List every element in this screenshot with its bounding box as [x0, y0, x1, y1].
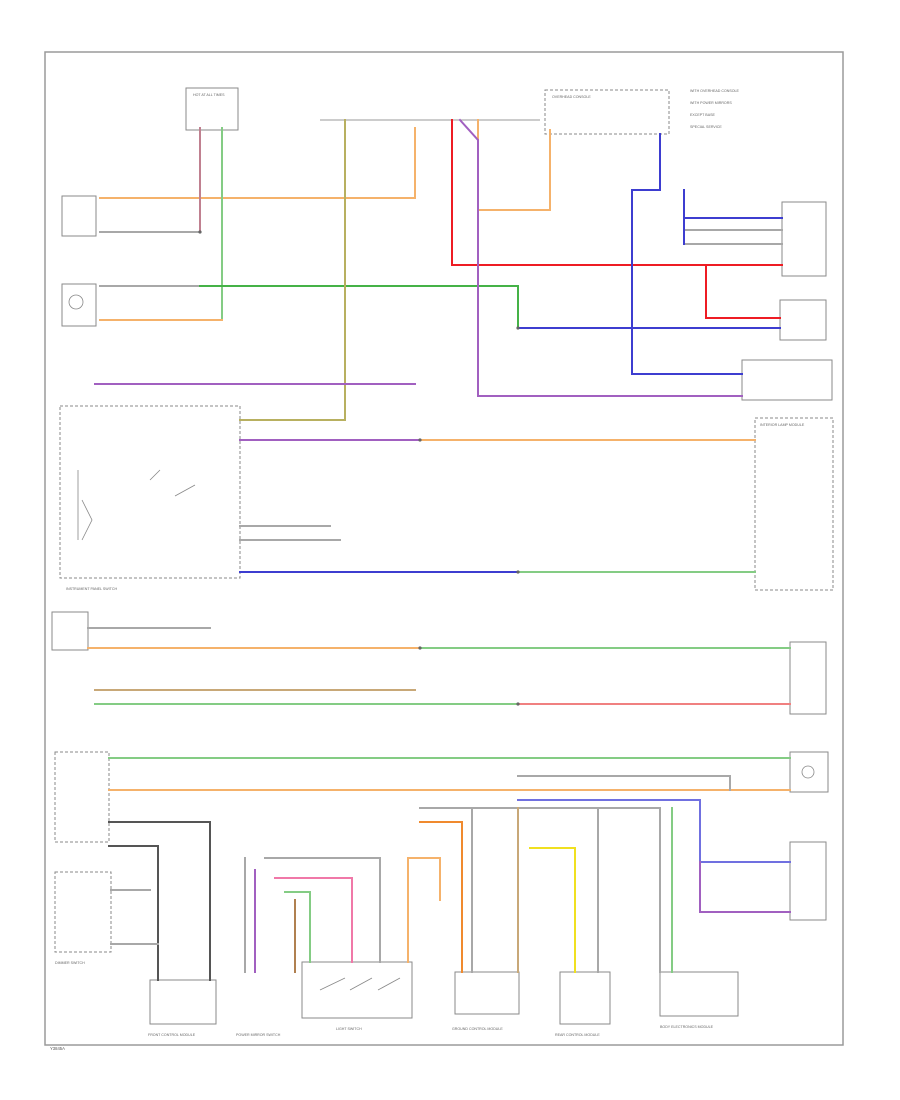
wire-green-vert	[99, 127, 223, 321]
note-4: SPECIAL SERVICE	[690, 125, 722, 129]
wire-gray	[99, 127, 201, 233]
component-right-lamp	[789, 641, 827, 715]
component-label: OVERHEAD CONSOLE	[552, 95, 591, 99]
component-top-right-module	[544, 89, 670, 135]
gauge-icon	[68, 294, 84, 310]
component-instrument-panel	[59, 405, 241, 579]
wire-purple-low	[699, 861, 791, 913]
component-right-connector-top	[781, 201, 827, 277]
wire-blue-low	[517, 799, 791, 863]
component-label: BODY ELECTRONICS MODULE	[660, 1025, 714, 1029]
wire-blue-right	[631, 133, 743, 375]
wire-yellow-drop	[529, 847, 576, 973]
switch-glyph	[77, 469, 196, 541]
wire-dark-1	[108, 821, 211, 981]
component-right-module-lower	[754, 417, 834, 591]
component-left-switch-2	[61, 283, 97, 327]
note-2: WITH POWER MIRRORS	[690, 101, 732, 105]
component-label: DIMMER SWITCH	[55, 961, 85, 965]
note-3: EXCEPT BASE	[690, 113, 716, 117]
gauge-icon	[801, 765, 815, 779]
component-right-round	[789, 751, 829, 793]
component-bottom-4	[559, 971, 611, 1025]
junction-dot	[418, 646, 422, 650]
wire-orange-light	[407, 857, 441, 963]
wire-multi-5	[284, 891, 311, 963]
component-light-switch	[301, 961, 413, 1019]
component-label: HOT AT ALL TIMES	[193, 93, 225, 97]
component-bottom-5	[659, 971, 739, 1017]
component-left-bottom	[54, 871, 112, 953]
wire-red-2	[705, 264, 781, 319]
wire-multi-3	[264, 857, 381, 963]
junction-dot	[516, 702, 520, 706]
switch-glyph	[319, 977, 401, 991]
component-label: POWER MIRROR SWITCH	[236, 1033, 281, 1037]
component-right-module-upper	[741, 359, 833, 401]
wire-blue-right-2	[683, 189, 783, 219]
note-1: WITH OVERHEAD CONSOLE	[690, 89, 740, 93]
component-bottom-1	[149, 979, 217, 1025]
diagram-frame	[44, 51, 844, 1046]
wire-red	[451, 119, 783, 266]
junction-dot	[198, 230, 202, 234]
component-right-bottom	[789, 841, 827, 921]
wire-green	[199, 285, 781, 329]
component-bottom-3	[454, 971, 520, 1015]
wire-orange-mid	[477, 119, 551, 211]
junction-dot	[418, 438, 422, 442]
component-label: INTERIOR LAMP MODULE	[760, 423, 805, 427]
wire-multi-4	[274, 877, 353, 963]
component-left-box-mid	[51, 611, 89, 651]
component-label: FRONT CONTROL MODULE	[148, 1033, 196, 1037]
component-left-cluster	[54, 751, 110, 843]
wire-gray-low-2	[419, 807, 661, 973]
wire-dark-2	[108, 845, 159, 981]
component-right-connector-mid	[779, 299, 827, 341]
component-label: GROUND CONTROL MODULE	[452, 1027, 503, 1031]
wire-green-long	[239, 119, 346, 421]
diagram-id: Y3845A	[50, 1046, 65, 1051]
wire-purple-mid	[458, 118, 743, 397]
component-top-left-module	[185, 87, 239, 131]
component-label: LIGHT SWITCH	[336, 1027, 362, 1031]
junction-dot	[516, 326, 520, 330]
junction-dot	[516, 570, 520, 574]
wire-orange-drop	[419, 821, 463, 973]
wire-gray-low-1	[517, 775, 731, 791]
wire-orange	[99, 127, 416, 199]
component-label: INSTRUMENT PANEL SWITCH	[66, 587, 117, 591]
component-label: REAR CONTROL MODULE	[555, 1033, 600, 1037]
component-left-switch-1	[61, 195, 97, 237]
